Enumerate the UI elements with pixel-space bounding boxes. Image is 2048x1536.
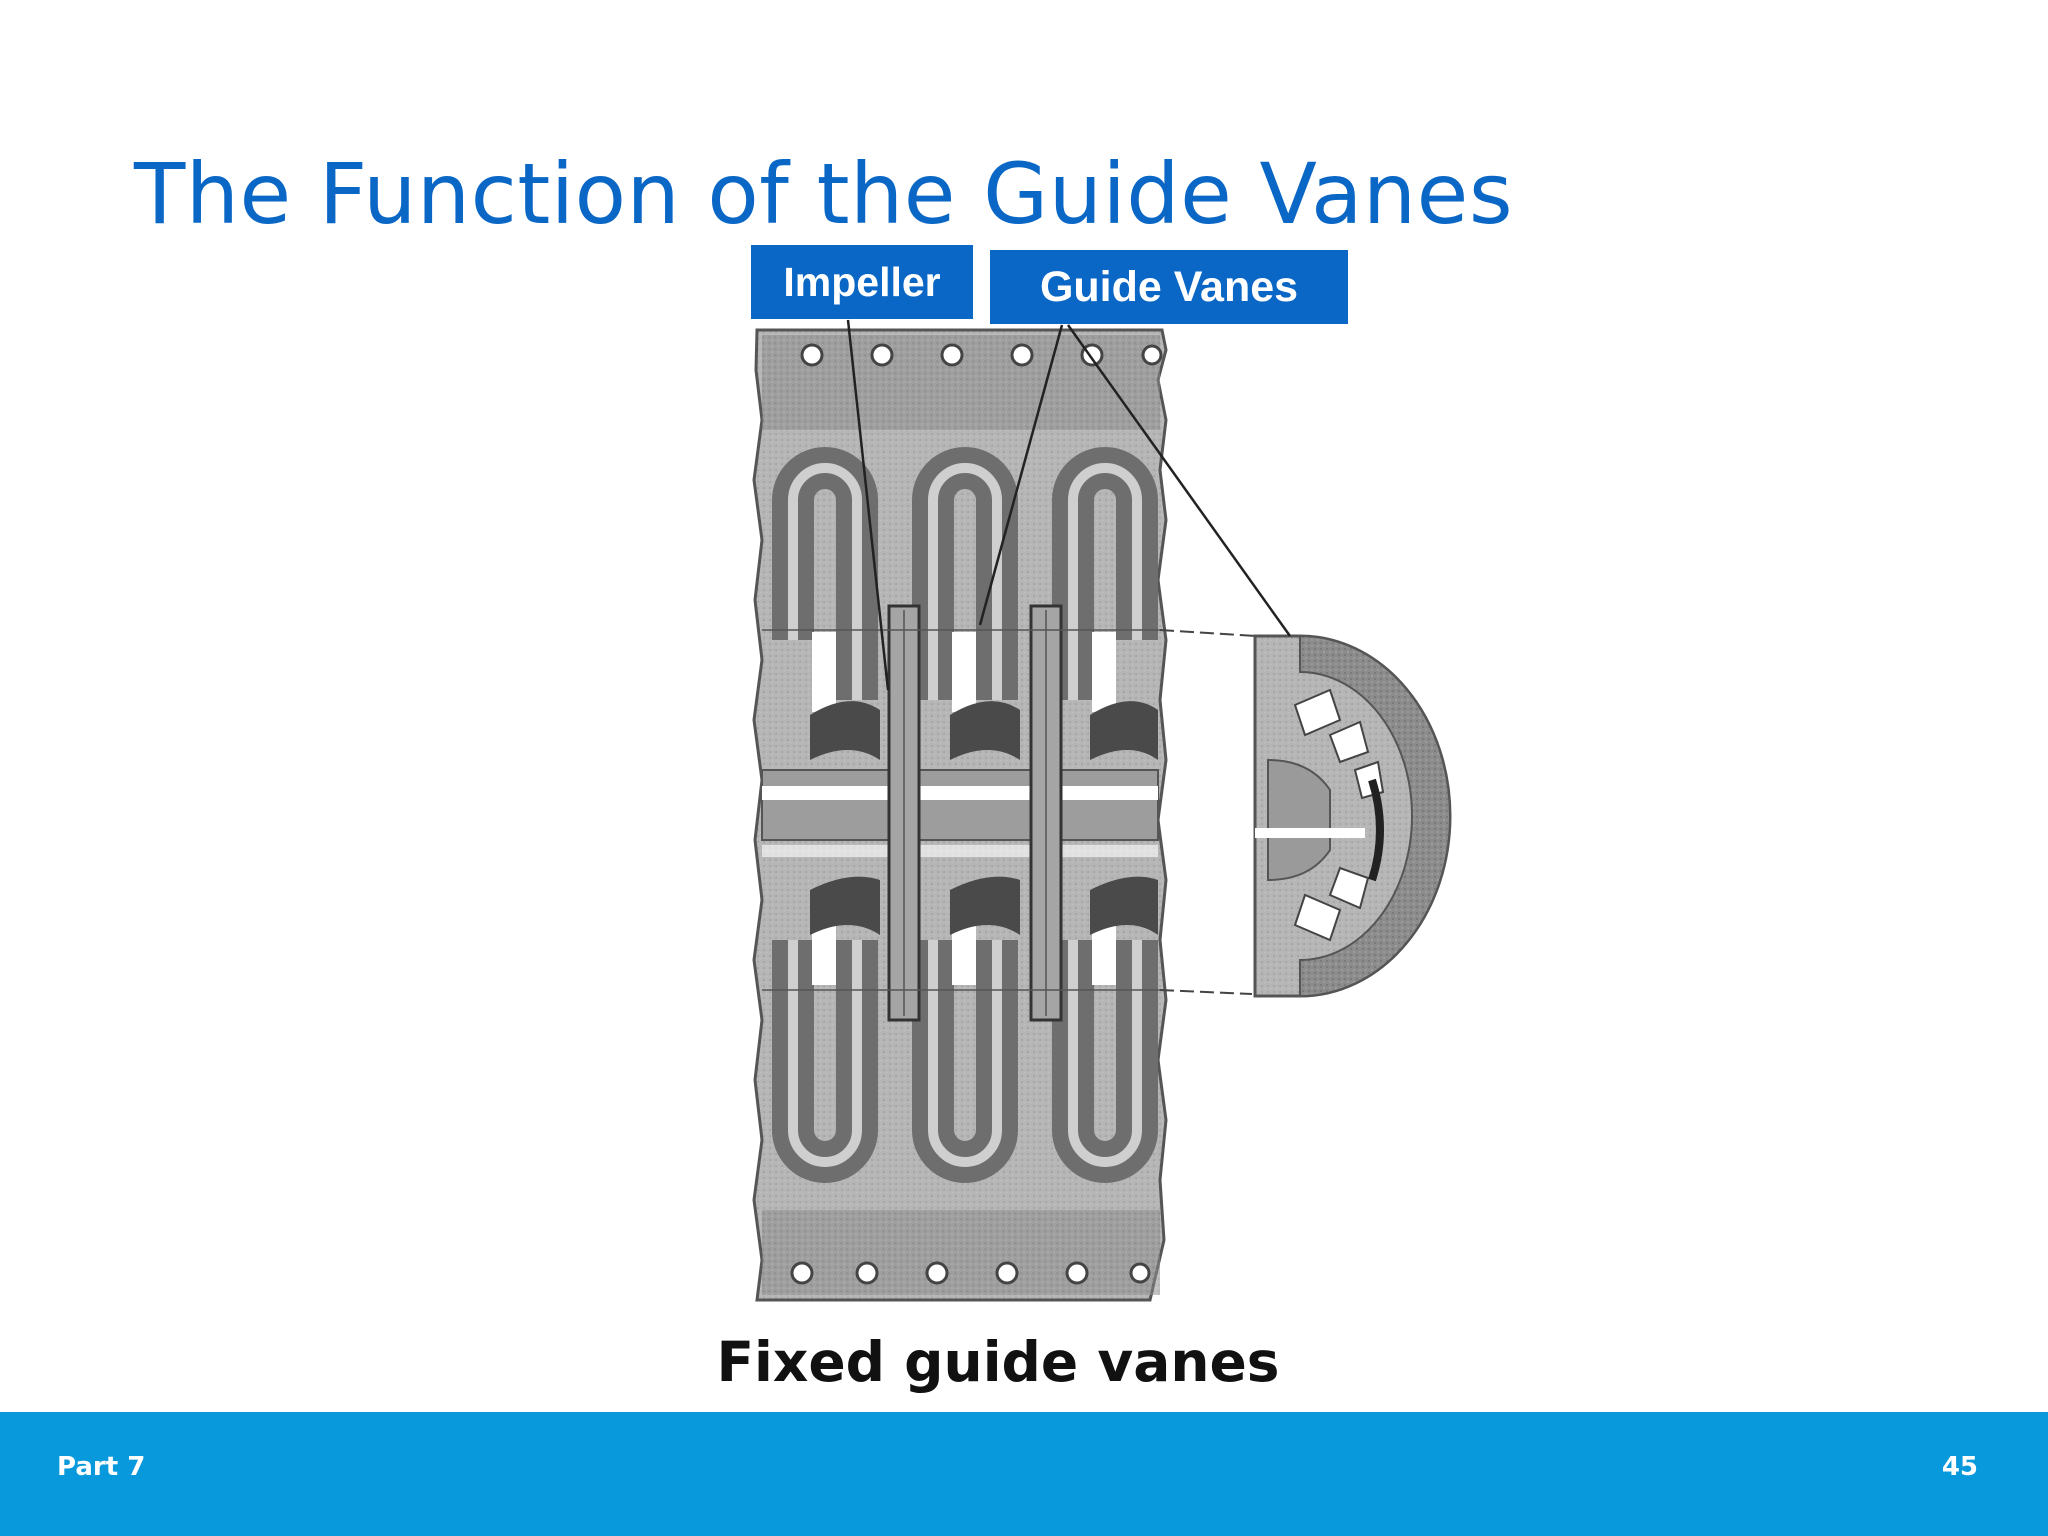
slide-number: 45: [1941, 1452, 1978, 1482]
guide-vane-detail-view: [1253, 634, 1452, 998]
leader-lines: [846, 319, 1292, 691]
footer-bar: [0, 1412, 2048, 1536]
figure-caption: Fixed guide vanes: [716, 1330, 1280, 1394]
projection-lines: [1159, 629, 1256, 995]
footer-section-label: Part 7: [57, 1452, 146, 1482]
guide-vanes-callout-label: Guide Vanes: [990, 250, 1348, 324]
impeller-callout-label: Impeller: [751, 245, 973, 319]
slide-title: The Function of the Guide Vanes: [134, 145, 1514, 243]
pump-casing-section: [752, 328, 1168, 1302]
